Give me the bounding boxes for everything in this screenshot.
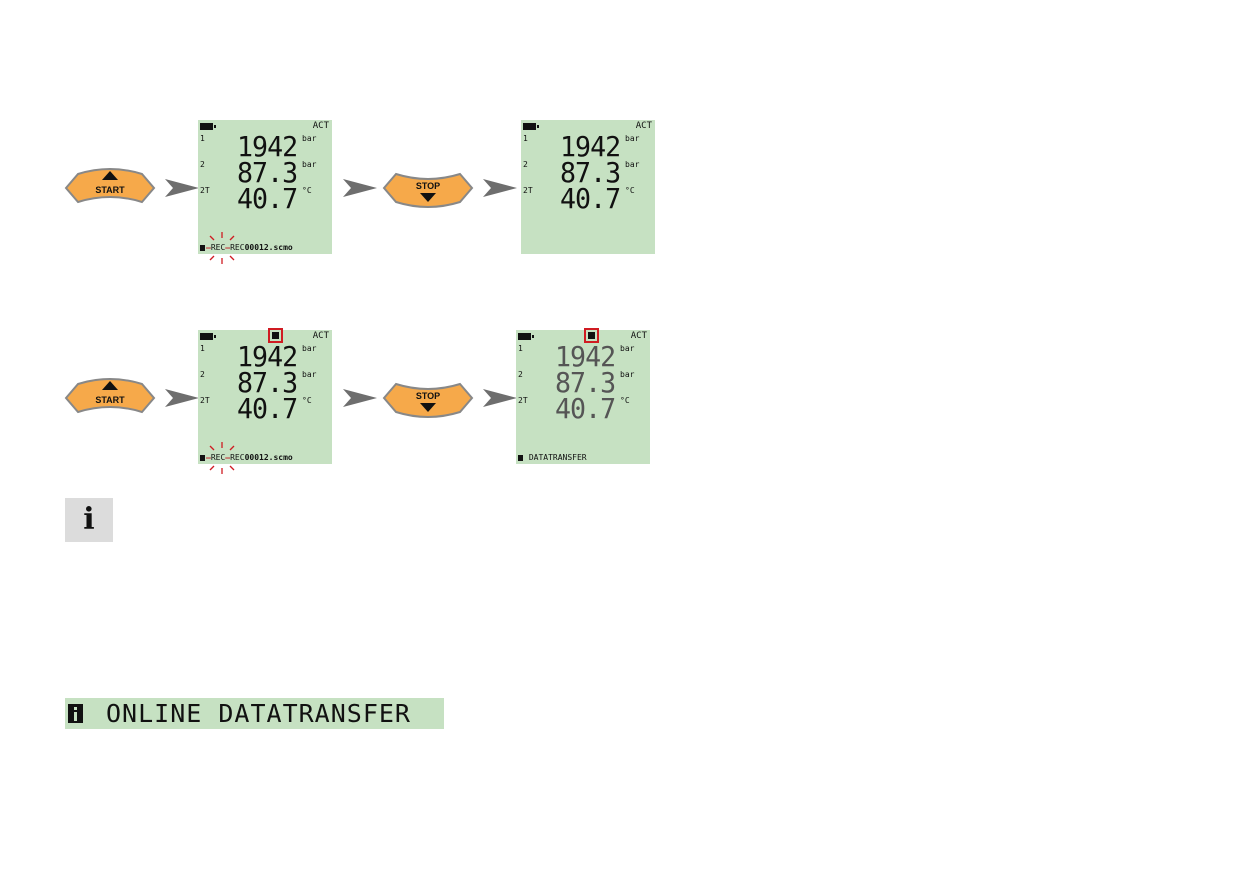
unit-label: bar [625, 134, 640, 143]
reading-value: 40.7 [554, 392, 616, 425]
stop-button[interactable]: STOP [381, 165, 475, 211]
blink-icon [209, 442, 235, 474]
stop-button-label: STOP [415, 391, 441, 401]
file-number: 00012 [244, 243, 269, 252]
file-extension: .scmo [268, 453, 293, 462]
reading-value: 1942 [236, 340, 298, 373]
channel-label: 2 [523, 160, 528, 169]
blink-icon [209, 232, 235, 264]
channel-label: 2T [518, 396, 528, 405]
display-datatransfer: ACT 1 2 2T 1942 87.3 40.7 bar bar °C DAT… [516, 328, 650, 464]
unit-label: bar [302, 344, 317, 353]
status-line: —REC—REC00012.scmo [200, 243, 293, 252]
display-recording: ACT 1 2 2T 1942 87.3 40.7 bar bar °C —RE… [198, 120, 332, 254]
stop-button[interactable]: STOP [381, 375, 475, 421]
file-number: 00012 [244, 453, 269, 462]
channel-label: 2T [523, 186, 533, 195]
reading-value: 1942 [236, 130, 298, 163]
reading-value: 87.3 [236, 366, 298, 399]
file-extension: .scmo [268, 243, 293, 252]
info-square-icon [68, 704, 83, 723]
act-label: ACT [630, 331, 647, 341]
battery-icon [518, 333, 534, 340]
unit-label: bar [620, 370, 635, 379]
memory-icon [584, 328, 599, 343]
reading-value: 40.7 [236, 392, 298, 425]
battery-icon [523, 123, 539, 130]
datatransfer-label: DATATRANSFER [528, 453, 587, 462]
unit-label: °C [625, 186, 635, 195]
unit-label: bar [625, 160, 640, 169]
channel-label: 2 [518, 370, 523, 379]
flow-arrow-icon [483, 389, 517, 407]
channel-label: 1 [200, 344, 205, 353]
info-glyph: i [83, 502, 95, 537]
start-button[interactable]: START [63, 375, 157, 421]
reading-value: 40.7 [236, 182, 298, 215]
stop-button-label: STOP [415, 181, 441, 191]
unit-label: bar [302, 134, 317, 143]
reading-value: 1942 [559, 130, 621, 163]
reading-value: 1942 [554, 340, 616, 373]
rec-label: REC [210, 243, 226, 252]
flow-arrow-icon [343, 389, 377, 407]
status-line: —REC—REC00012.scmo [200, 453, 293, 462]
battery-icon [200, 123, 216, 130]
online-datatransfer-text: ONLINE DATATRANSFER [106, 699, 411, 728]
start-button[interactable]: START [63, 165, 157, 211]
channel-label: 2 [200, 370, 205, 379]
channel-label: 1 [518, 344, 523, 353]
reading-value: 87.3 [559, 156, 621, 189]
flow-arrow-icon [483, 179, 517, 197]
flow-arrow-icon [343, 179, 377, 197]
act-label: ACT [635, 121, 652, 131]
battery-icon [200, 333, 216, 340]
flow-arrow-icon [165, 179, 199, 197]
online-datatransfer-display: ONLINE DATATRANSFER [65, 698, 444, 729]
unit-label: bar [302, 160, 317, 169]
file-prefix: REC [230, 453, 245, 462]
flow-arrow-icon [165, 389, 199, 407]
unit-label: °C [302, 186, 312, 195]
channel-label: 2T [200, 186, 210, 195]
unit-label: °C [302, 396, 312, 405]
channel-label: 2T [200, 396, 210, 405]
unit-label: bar [302, 370, 317, 379]
reading-value: 40.7 [559, 182, 621, 215]
reading-value: 87.3 [236, 156, 298, 189]
unit-label: °C [620, 396, 630, 405]
rec-label: REC [210, 453, 226, 462]
display-recording-memory: ACT 1 2 2T 1942 87.3 40.7 bar bar °C —RE… [198, 328, 332, 464]
channel-label: 1 [200, 134, 205, 143]
channel-label: 2 [200, 160, 205, 169]
start-button-label: START [95, 185, 125, 195]
act-label: ACT [312, 121, 329, 131]
file-prefix: REC [230, 243, 245, 252]
memory-icon [268, 328, 283, 343]
start-button-label: START [95, 395, 125, 405]
unit-label: bar [620, 344, 635, 353]
act-label: ACT [312, 331, 329, 341]
channel-label: 1 [523, 134, 528, 143]
info-icon: i [65, 498, 113, 542]
display-stopped: ACT 1 2 2T 1942 87.3 40.7 bar bar °C [521, 120, 655, 254]
status-line: DATATRANSFER [518, 453, 587, 462]
reading-value: 87.3 [554, 366, 616, 399]
